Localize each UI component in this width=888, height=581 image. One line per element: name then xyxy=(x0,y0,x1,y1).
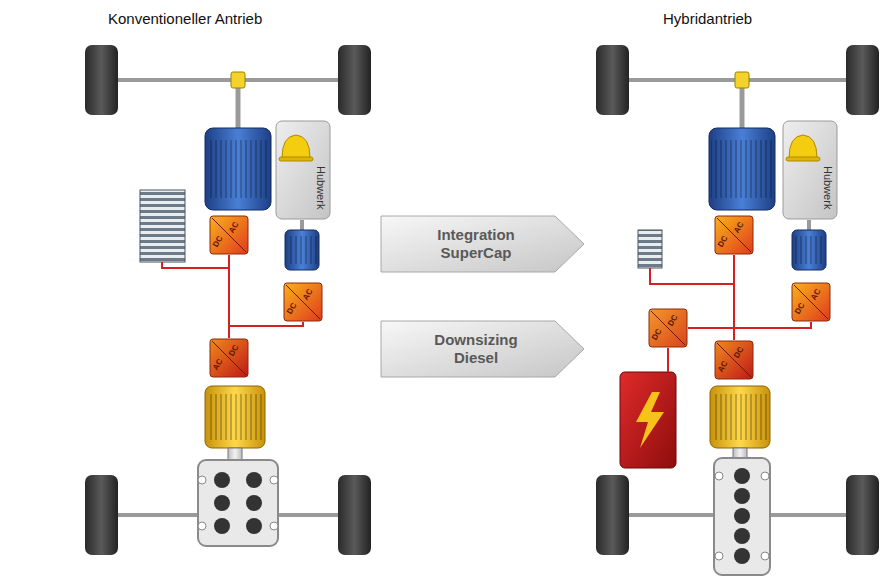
power-converter: DCAC xyxy=(714,215,754,255)
section-heading: Hybridantrieb xyxy=(663,10,752,27)
step-label: Downsizing Diesel xyxy=(426,331,526,367)
power-converter: ACDC xyxy=(714,340,754,380)
power-converter: DCAC xyxy=(283,282,323,322)
power-converter: DCDC xyxy=(648,308,688,348)
hoist-label: Hubwerk xyxy=(821,166,834,209)
power-converter: DCAC xyxy=(791,282,831,322)
power-wire xyxy=(734,322,811,340)
hoist-label: Hubwerk xyxy=(314,166,327,209)
step-label: Integration SuperCap xyxy=(426,226,526,262)
power-converter: DCAC xyxy=(209,215,249,255)
step-arrow: Integration SuperCap xyxy=(380,215,585,273)
step-arrow: Downsizing Diesel xyxy=(380,320,585,378)
section-heading: Konventioneller Antrieb xyxy=(108,10,262,27)
power-wire xyxy=(229,322,303,338)
power-wire xyxy=(688,328,734,340)
hoist-unit: Hubwerk xyxy=(275,120,331,220)
hoist-unit: Hubwerk xyxy=(782,120,838,220)
power-converter: ACDC xyxy=(209,338,249,378)
